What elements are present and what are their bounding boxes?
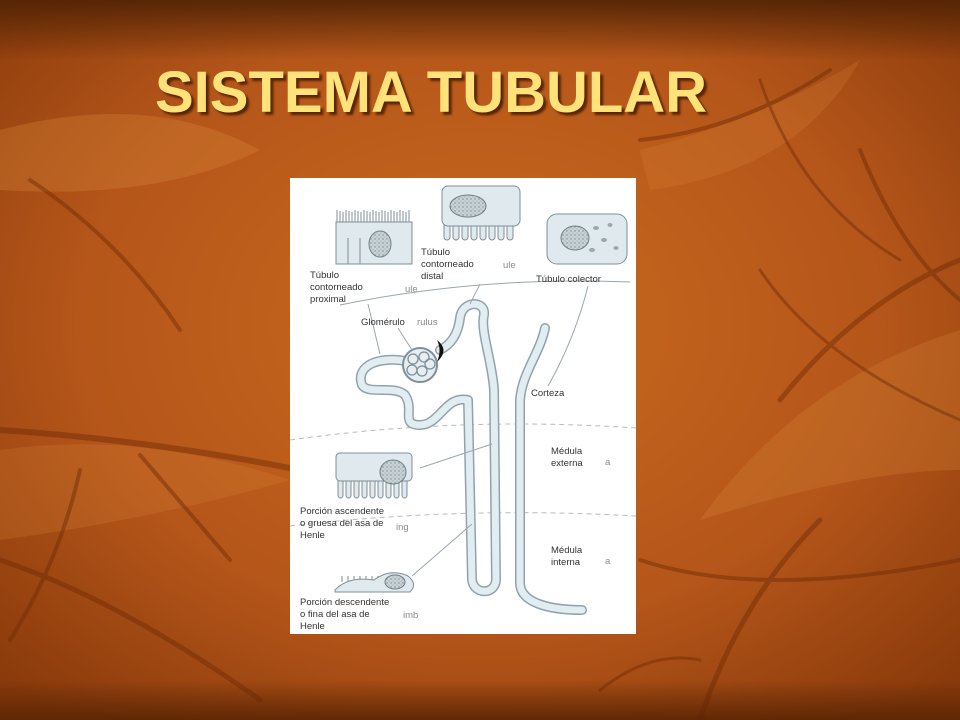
nephron-diagram-panel: Túbulo contorneado proximal Túbulo conto… xyxy=(290,178,636,634)
label-glomerulus: Glomérulo xyxy=(361,317,405,328)
label-distal-tubule: Túbulo contorneado distal xyxy=(421,247,474,283)
leader-collector xyxy=(547,285,589,387)
label-fragment: rulus xyxy=(417,317,438,328)
leaf-vein xyxy=(8,468,82,642)
capillary-loop xyxy=(418,351,430,363)
glomerulus xyxy=(402,347,438,383)
label-fragment: ule xyxy=(405,284,418,295)
leader-proximal xyxy=(367,303,381,355)
leaf-vein xyxy=(858,148,960,302)
brush-border xyxy=(336,210,410,222)
label-line: Porción ascendente xyxy=(300,506,384,517)
label-line: o fina del asa de xyxy=(300,609,370,620)
leaf-shape xyxy=(640,60,860,190)
leaf-vein xyxy=(638,558,960,582)
leaf-vein xyxy=(758,78,902,262)
label-line: distal xyxy=(421,271,444,282)
leaf-vein xyxy=(0,557,263,703)
collecting-duct xyxy=(515,323,587,615)
leaf-vein xyxy=(777,257,960,403)
label-line: Porción descendente xyxy=(300,597,390,608)
mitochondrion xyxy=(607,223,613,227)
distal-tubule-cell xyxy=(441,185,521,241)
nephron-diagram xyxy=(290,185,636,615)
label-line: Túbulo xyxy=(421,247,451,258)
label-fragment: ing xyxy=(396,522,409,533)
macula-densa xyxy=(437,340,444,362)
label-fragment: a xyxy=(605,457,611,468)
label-inner-medulla: Médula interna xyxy=(551,545,582,569)
label-line: externa xyxy=(551,458,583,469)
bottom-dark-band xyxy=(0,680,960,720)
nucleus xyxy=(449,194,487,218)
label-line: Henle xyxy=(300,530,325,541)
label-thin-descending-limb: Porción descendente o fina del asa de He… xyxy=(300,597,389,633)
leaf-vein xyxy=(0,427,303,473)
inner-medulla-boundary xyxy=(290,512,636,527)
nucleus xyxy=(368,230,392,258)
mitochondria xyxy=(589,223,619,252)
label-fragment: a xyxy=(605,556,611,567)
capillary-loop xyxy=(424,358,436,370)
label-line: contorneado xyxy=(421,259,474,270)
outer-medulla-boundary xyxy=(290,423,636,441)
leader-thick-ascending xyxy=(419,443,493,469)
leaf-shape xyxy=(700,330,960,520)
mitochondrion xyxy=(613,246,619,250)
leader-distal xyxy=(469,283,481,305)
label-fragment: imb xyxy=(403,610,419,621)
label-cortex: Corteza xyxy=(531,388,565,399)
mitochondrion xyxy=(593,226,599,230)
tubule-outline xyxy=(355,299,501,597)
leaf-shape xyxy=(0,114,260,192)
thick-ascending-limb-cell xyxy=(335,452,413,499)
leaf-shape xyxy=(0,444,290,540)
label-proximal-tubule: Túbulo contorneado proximal xyxy=(310,270,363,306)
capillary-loop xyxy=(416,365,428,377)
leaf-vein xyxy=(638,68,832,142)
label-collecting-tubule: Túbulo colector xyxy=(536,274,601,285)
mitochondrion xyxy=(589,248,595,252)
leader-glomerulus xyxy=(397,327,413,351)
nucleus xyxy=(560,225,590,251)
label-line: Henle xyxy=(300,621,325,632)
leader-thin-descending xyxy=(411,523,473,577)
label-line: contorneado xyxy=(310,282,363,293)
capillary-loops xyxy=(406,351,436,377)
capillary-loop xyxy=(407,353,419,365)
tubule-lumen xyxy=(357,300,500,595)
label-thick-ascending-limb: Porción ascendente o gruesa del asa de H… xyxy=(300,506,384,542)
label-fragment: ule xyxy=(503,260,516,271)
collecting-duct-lumen xyxy=(516,324,586,614)
label-line: Médula xyxy=(551,545,583,556)
leaf-vein xyxy=(758,268,960,422)
nephron-tubule xyxy=(355,299,501,597)
collecting-duct-cell xyxy=(546,213,628,265)
label-line: interna xyxy=(551,557,581,568)
thin-descending-limb-cell xyxy=(334,572,414,593)
top-dark-band xyxy=(0,0,960,60)
nucleus xyxy=(384,574,406,590)
proximal-tubule-cell xyxy=(335,210,413,265)
cortex-capsule-line xyxy=(339,280,631,306)
label-line: Médula xyxy=(551,446,583,457)
leaf-vein xyxy=(28,178,182,332)
nucleus xyxy=(379,459,407,485)
label-line: Túbulo xyxy=(310,270,340,281)
label-line: proximal xyxy=(310,294,346,305)
mitochondrion xyxy=(601,238,607,242)
label-outer-medulla: Médula externa xyxy=(551,446,583,470)
label-line: o gruesa del asa de xyxy=(300,518,384,529)
leaf-vein xyxy=(138,453,232,562)
slide-title: SISTEMA TUBULAR xyxy=(155,60,708,125)
